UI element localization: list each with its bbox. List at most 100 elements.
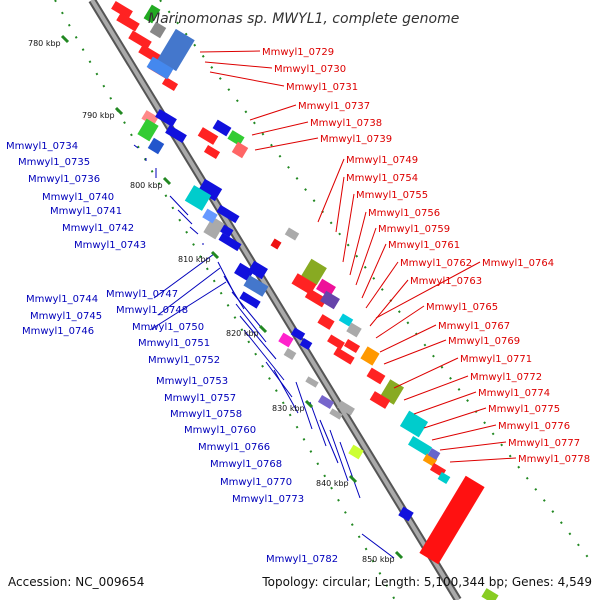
gene-feature (369, 391, 391, 409)
gene-feature (239, 291, 261, 309)
forward-gene-label-19: Mmwyl1_0772 (470, 372, 542, 383)
reverse-gene-label-14: Mmwyl1_0752 (148, 355, 220, 366)
gene-feature (147, 137, 165, 155)
gene-feature (218, 232, 242, 252)
gene-label-text: Mmwyl1_0774 (478, 388, 550, 399)
gene-label-text: Mmwyl1_0743 (74, 240, 146, 251)
reverse-gene-label-20: Mmwyl1_0768 (210, 459, 282, 470)
forward-gene-label-15: Mmwyl1_0765 (426, 302, 498, 313)
gene-label-text: Mmwyl1_0764 (482, 258, 554, 269)
gene-feature (137, 118, 159, 142)
gene-feature (333, 347, 355, 365)
gene-label-text: Mmwyl1_0773 (232, 494, 304, 505)
gene-feature (338, 313, 354, 327)
reverse-gene-label-1: Mmwyl1_0735 (18, 157, 90, 168)
gene-label-text: Mmwyl1_0730 (274, 64, 346, 75)
gene-feature (157, 28, 195, 72)
leader-line (361, 533, 395, 559)
reverse-gene-label-18: Mmwyl1_0760 (184, 425, 256, 436)
gene-label-text: Mmwyl1_0752 (148, 355, 220, 366)
reverse-gene-label-12: Mmwyl1_0750 (132, 322, 204, 333)
gene-feature (329, 408, 343, 420)
leader-line (375, 261, 481, 319)
reverse-gene-label-19: Mmwyl1_0766 (198, 442, 270, 453)
accession-text: Accession: NC_009654 (8, 575, 144, 589)
gene-label-text: Mmwyl1_0731 (286, 82, 358, 93)
reverse-gene-label-15: Mmwyl1_0753 (156, 376, 228, 387)
reverse-gene-label-7: Mmwyl1_0744 (26, 294, 98, 305)
gene-feature (427, 447, 441, 461)
gene-feature (304, 288, 328, 308)
gene-feature (243, 275, 269, 297)
gene-feature (407, 436, 433, 456)
tick-800-kbp: 800 kbp (130, 176, 172, 190)
gene-feature (422, 453, 438, 467)
tick-label: 830 kbp (272, 404, 305, 413)
gene-label-text: Mmwyl1_0766 (198, 442, 270, 453)
gene-feature (161, 76, 179, 92)
gene-feature (165, 124, 187, 144)
leader-line (309, 401, 327, 447)
gene-feature (248, 260, 268, 280)
gene-feature (143, 4, 161, 24)
leader-line (317, 158, 345, 223)
gene-label-text: Mmwyl1_0771 (460, 354, 532, 365)
gene-features (111, 0, 499, 600)
leader-line (157, 267, 221, 316)
gene-feature (231, 141, 249, 159)
tick-label: 780 kbp (28, 39, 61, 48)
reverse-gene-label-0: Mmwyl1_0734 (6, 141, 78, 152)
reverse-gene-label-22: Mmwyl1_0773 (232, 494, 304, 505)
tick-790-kbp: 790 kbp (82, 106, 124, 120)
reverse-gene-label-6: Mmwyl1_0743 (74, 240, 146, 251)
reverse-gene-label-21: Mmwyl1_0770 (220, 477, 292, 488)
gene-feature (399, 410, 429, 438)
gene-label-text: Mmwyl1_0742 (62, 223, 134, 234)
gene-label-text: Mmwyl1_0735 (18, 157, 90, 168)
gene-feature (203, 144, 221, 160)
gene-feature (197, 127, 219, 145)
gene-label-text: Mmwyl1_0761 (388, 240, 460, 251)
gene-label-text: Mmwyl1_0776 (498, 421, 570, 432)
reverse-gene-label-2: Mmwyl1_0736 (28, 174, 100, 185)
gene-feature (360, 346, 380, 366)
gene-feature (111, 0, 133, 20)
gene-feature (437, 471, 451, 485)
reverse-gene-label-4: Mmwyl1_0741 (50, 206, 122, 217)
gene-feature (212, 119, 232, 137)
leader-line (335, 176, 345, 233)
leader-line (431, 424, 497, 441)
gene-label-text: Mmwyl1_0746 (22, 326, 94, 337)
leader-line (273, 369, 299, 414)
gene-feature (317, 314, 335, 330)
tick-850-kbp: 850 kbp (362, 550, 404, 564)
gene-label-text: Mmwyl1_0749 (346, 155, 418, 166)
leader-line (375, 305, 425, 339)
leader-line (235, 303, 267, 343)
leader-line (342, 193, 355, 263)
forward-gene-label-17: Mmwyl1_0769 (448, 336, 520, 347)
leader-line (189, 226, 199, 235)
forward-gene-label-5: Mmwyl1_0739 (320, 134, 392, 145)
leader-line (339, 441, 361, 499)
gene-label-text: Mmwyl1_0750 (132, 322, 204, 333)
tick-label: 820 kbp (226, 329, 259, 338)
gene-feature (197, 178, 223, 202)
reverse-gene-label-11: Mmwyl1_0746 (22, 326, 94, 337)
leader-line (349, 211, 367, 276)
forward-gene-label-10: Mmwyl1_0759 (378, 224, 450, 235)
leader-line (355, 227, 377, 286)
gene-label-text: Mmwyl1_0753 (156, 376, 228, 387)
forward-gene-label-20: Mmwyl1_0774 (478, 388, 550, 399)
gene-labels: Mmwyl1_0729Mmwyl1_0730Mmwyl1_0731Mmwyl1_… (6, 47, 590, 565)
leader-line (254, 137, 319, 151)
gene-label-text: Mmwyl1_0755 (356, 190, 428, 201)
gene-label-text: Mmwyl1_0741 (50, 206, 122, 217)
forward-gene-label-4: Mmwyl1_0738 (310, 118, 382, 129)
gene-feature (202, 208, 218, 224)
gene-label-text: Mmwyl1_0782 (266, 554, 338, 565)
forward-gene-label-14: Mmwyl1_0763 (410, 276, 482, 287)
forward-gene-label-2: Mmwyl1_0731 (286, 82, 358, 93)
leader-line (223, 275, 245, 310)
